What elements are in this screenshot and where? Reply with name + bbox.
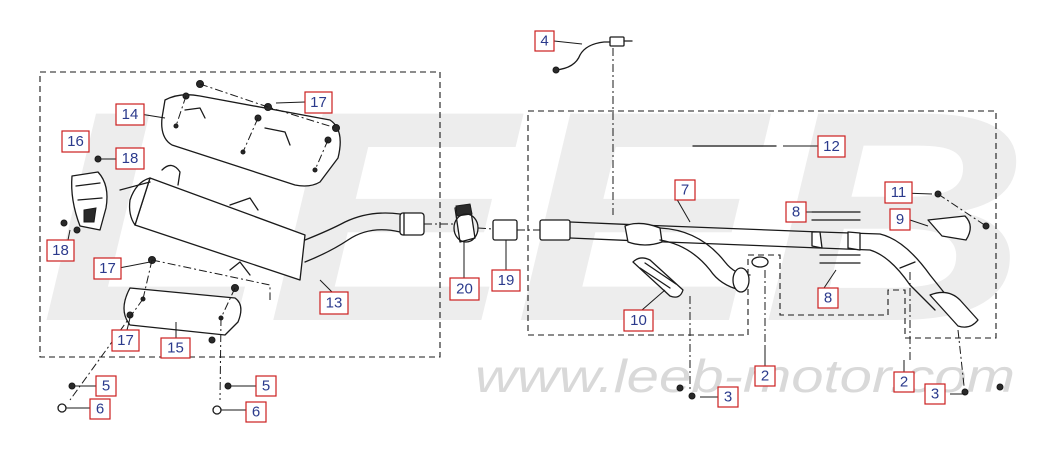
lower-bolts-right [212, 317, 232, 415]
svg-text:19: 19 [498, 272, 515, 289]
svg-text:17: 17 [117, 332, 134, 349]
muffler-group-box [39, 71, 441, 358]
gasket [492, 219, 518, 241]
link-pipe [304, 212, 425, 263]
port-studs [676, 270, 1004, 400]
svg-text:6: 6 [96, 401, 104, 418]
callout-8-top: 8 [785, 201, 807, 223]
clamp [453, 203, 479, 243]
callouts: 4 12 7 8 8 11 9 10 2 2 3 3 14 17 16 [46, 30, 946, 423]
svg-text:20: 20 [456, 281, 473, 298]
end-cap [60, 155, 108, 234]
callout-11: 11 [884, 181, 913, 204]
callout-17-top: 17 [304, 91, 333, 114]
svg-text:4: 4 [540, 33, 548, 50]
svg-text:18: 18 [52, 242, 69, 259]
callout-17-bottom: 17 [111, 329, 140, 352]
callout-13: 13 [319, 291, 349, 315]
callout-10: 10 [623, 309, 654, 332]
callout-7: 7 [674, 179, 696, 201]
heat-wrap [632, 257, 684, 298]
callout-2-left: 2 [754, 365, 776, 387]
svg-text:17: 17 [310, 94, 327, 111]
callout-16: 16 [61, 130, 90, 153]
callout-9: 9 [889, 208, 911, 231]
callout-17-left: 17 [93, 257, 122, 280]
callout-14: 14 [115, 103, 145, 126]
header-clamps [751, 211, 916, 269]
svg-text:6: 6 [252, 404, 260, 421]
svg-text:2: 2 [900, 374, 908, 391]
svg-text:5: 5 [262, 378, 270, 395]
callout-3-left: 3 [717, 386, 739, 408]
svg-text:5: 5 [102, 378, 110, 395]
callout-6-left: 6 [89, 398, 111, 420]
callout-12: 12 [817, 135, 846, 158]
callout-3-right: 3 [924, 383, 946, 405]
callout-8-bottom: 8 [817, 287, 839, 309]
svg-text:15: 15 [167, 340, 184, 357]
svg-text:8: 8 [824, 290, 832, 307]
svg-text:3: 3 [724, 389, 732, 406]
svg-text:17: 17 [99, 260, 116, 277]
header-pipe [539, 219, 979, 328]
callout-6-right: 6 [245, 401, 267, 423]
svg-text:13: 13 [326, 295, 343, 312]
callout-18-top: 18 [115, 147, 145, 170]
callout-19: 19 [491, 269, 521, 292]
callout-5-right: 5 [255, 375, 277, 397]
svg-text:14: 14 [122, 106, 139, 123]
header-group-box [527, 110, 997, 339]
bracket [927, 190, 990, 241]
svg-text:8: 8 [792, 204, 800, 221]
upper-shield-bolts [175, 80, 340, 171]
svg-text:3: 3 [931, 386, 939, 403]
callout-4: 4 [534, 30, 555, 52]
group-boxes [39, 71, 997, 358]
svg-text:9: 9 [896, 211, 904, 228]
callout-2-right: 2 [893, 371, 915, 393]
lower-heat-shield [123, 256, 271, 344]
centerline [424, 223, 540, 231]
o2-sensor [552, 36, 633, 215]
svg-text:16: 16 [67, 133, 84, 150]
svg-text:10: 10 [630, 312, 647, 329]
muffler-body [119, 164, 306, 281]
upper-heat-shield [161, 94, 341, 187]
callout-5-left: 5 [95, 375, 117, 397]
svg-text:7: 7 [681, 182, 689, 199]
callout-15: 15 [160, 337, 191, 359]
svg-text:18: 18 [122, 150, 139, 167]
svg-text:11: 11 [891, 184, 907, 201]
callout-20: 20 [449, 277, 480, 301]
svg-text:12: 12 [823, 138, 840, 155]
callout-18-bottom: 18 [46, 239, 75, 262]
svg-text:2: 2 [761, 368, 769, 385]
